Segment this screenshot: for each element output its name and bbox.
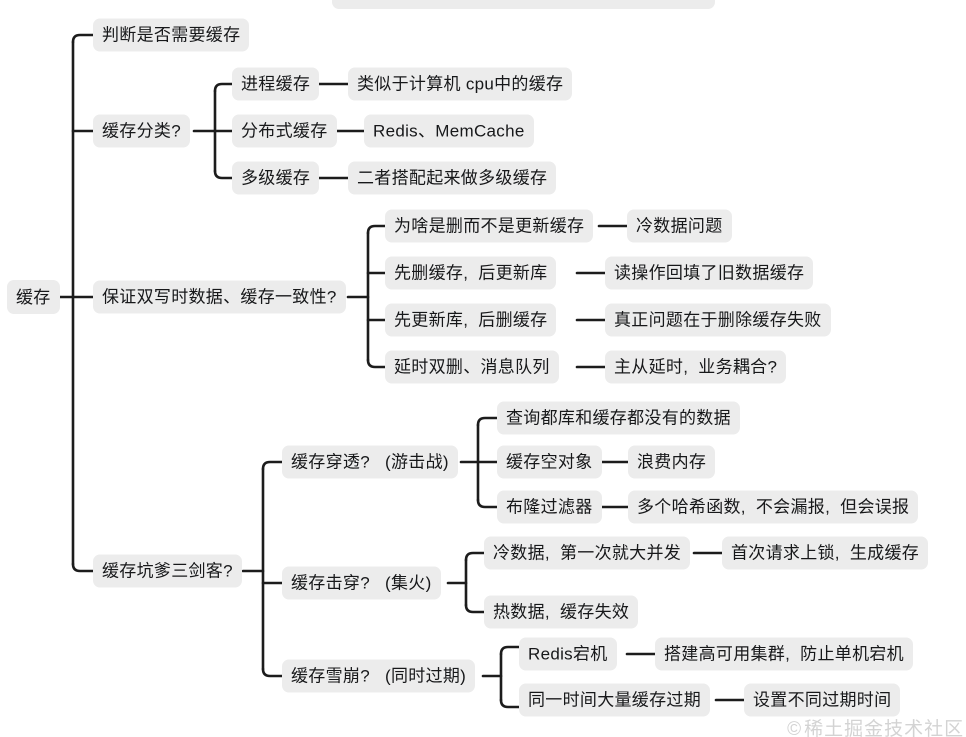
node-label: 缓存穿透? (游击战) bbox=[291, 452, 449, 472]
edge-to-yanshi bbox=[366, 358, 387, 369]
node-judge-need-cache[interactable]: 判断是否需要缓存 bbox=[93, 18, 250, 52]
node-label: 真正问题在于删除缓存失败 bbox=[614, 310, 822, 330]
node-label: 保证双写时数据、缓存一致性? bbox=[102, 287, 337, 307]
edge-to-duoji bbox=[213, 169, 234, 180]
watermark-copyright-icon: © bbox=[787, 719, 803, 737]
node-three-musketeers[interactable]: 缓存坑爹三剑客? bbox=[93, 554, 242, 588]
node-delayed-double-delete-desc[interactable]: 主从延时, 业务耦合? bbox=[605, 350, 787, 384]
node-avalanche-child-1-desc[interactable]: 搭建高可用集群, 防止单机宕机 bbox=[655, 637, 913, 671]
node-label: 主从延时, 业务耦合? bbox=[614, 357, 778, 377]
node-distributed-cache-desc[interactable]: Redis、MemCache bbox=[364, 114, 534, 148]
partial-top-node bbox=[332, 0, 715, 9]
node-label: 为啥是删而不是更新缓存 bbox=[394, 216, 585, 236]
edge-to-xuebeng-c1 bbox=[499, 645, 521, 656]
edge-to-chuantou-c3 bbox=[476, 498, 499, 509]
node-label: 布隆过滤器 bbox=[506, 497, 593, 517]
node-label: 缓存分类? bbox=[102, 121, 181, 141]
edge-to-jichuan-c2 bbox=[464, 603, 486, 614]
node-process-cache-desc[interactable]: 类似于计算机 cpu中的缓存 bbox=[348, 67, 573, 101]
edge-to-xuebeng-c2 bbox=[499, 698, 521, 709]
root-node-label: 缓存 bbox=[16, 287, 51, 307]
node-cache-classification[interactable]: 缓存分类? bbox=[93, 114, 190, 148]
node-label: 先删缓存, 后更新库 bbox=[394, 263, 548, 283]
root-node[interactable]: 缓存 bbox=[7, 280, 60, 314]
node-penetration-child-2-desc[interactable]: 浪费内存 bbox=[628, 445, 716, 479]
node-label: 判断是否需要缓存 bbox=[102, 25, 241, 45]
watermark: ©稀土掘金技术社区 bbox=[762, 692, 964, 737]
node-update-db-first[interactable]: 先更新库, 后删缓存 bbox=[385, 303, 557, 337]
node-label: 搭建高可用集群, 防止单机宕机 bbox=[664, 644, 904, 664]
node-label: 查询都库和缓存都没有的数据 bbox=[506, 408, 731, 428]
node-process-cache[interactable]: 进程缓存 bbox=[232, 67, 320, 101]
node-delete-cache-first[interactable]: 先删缓存, 后更新库 bbox=[385, 256, 557, 290]
node-label: 热数据, 缓存失效 bbox=[493, 602, 630, 622]
node-label: 浪费内存 bbox=[637, 452, 707, 472]
node-update-db-first-desc[interactable]: 真正问题在于删除缓存失败 bbox=[605, 303, 831, 337]
node-label: 读操作回填了旧数据缓存 bbox=[614, 263, 805, 283]
node-cache-penetration[interactable]: 缓存穿透? (游击战) bbox=[282, 445, 458, 479]
node-cache-avalanche[interactable]: 缓存雪崩? (同时过期) bbox=[282, 659, 476, 693]
node-delayed-double-delete[interactable]: 延时双删、消息队列 bbox=[385, 350, 559, 384]
node-breakdown-child-1[interactable]: 冷数据, 第一次就大并发 bbox=[484, 536, 691, 570]
node-delete-cache-first-desc[interactable]: 读操作回填了旧数据缓存 bbox=[605, 256, 814, 290]
node-avalanche-child-2[interactable]: 同一时间大量缓存过期 bbox=[519, 683, 710, 717]
edge-to-jincheng bbox=[213, 82, 234, 93]
node-penetration-child-3-desc[interactable]: 多个哈希函数, 不会漏报, 但会误报 bbox=[628, 490, 919, 524]
node-label: 首次请求上锁, 生成缓存 bbox=[731, 543, 920, 563]
node-why-delete-not-update-desc[interactable]: 冷数据问题 bbox=[627, 209, 732, 243]
edge-to-weisha bbox=[366, 224, 387, 235]
watermark-text: 稀土掘金技术社区 bbox=[804, 719, 965, 737]
node-label: 延时双删、消息队列 bbox=[394, 357, 550, 377]
node-label: 多个哈希函数, 不会漏报, 但会误报 bbox=[637, 497, 910, 517]
edge-to-sanjianke bbox=[71, 562, 95, 573]
node-label: 冷数据, 第一次就大并发 bbox=[493, 543, 682, 563]
node-distributed-cache[interactable]: 分布式缓存 bbox=[232, 114, 337, 148]
node-avalanche-child-2-desc[interactable]: 设置不同过期时间 bbox=[744, 683, 901, 717]
node-label: 冷数据问题 bbox=[636, 216, 723, 236]
node-penetration-child-1[interactable]: 查询都库和缓存都没有的数据 bbox=[497, 401, 740, 435]
node-label: Redis宕机 bbox=[528, 644, 608, 664]
edge-to-jichuan-c1 bbox=[464, 551, 486, 562]
edge-to-chuantou-c1 bbox=[476, 416, 499, 427]
edge-to-panduan bbox=[71, 33, 95, 44]
node-label: 缓存雪崩? (同时过期) bbox=[291, 666, 467, 686]
node-label: 缓存空对象 bbox=[506, 452, 593, 472]
node-multilevel-cache-desc[interactable]: 二者搭配起来做多级缓存 bbox=[348, 161, 557, 195]
node-consistency[interactable]: 保证双写时数据、缓存一致性? bbox=[93, 280, 346, 314]
edge-to-chuantou bbox=[261, 460, 284, 471]
node-label: 进程缓存 bbox=[241, 74, 311, 94]
node-label: 多级缓存 bbox=[241, 168, 311, 188]
node-label: 缓存击穿? (集火) bbox=[291, 573, 432, 593]
node-breakdown-child-1-desc[interactable]: 首次请求上锁, 生成缓存 bbox=[722, 536, 929, 570]
node-label: 设置不同过期时间 bbox=[753, 690, 892, 710]
node-why-delete-not-update[interactable]: 为啥是删而不是更新缓存 bbox=[385, 209, 594, 243]
node-label: 同一时间大量缓存过期 bbox=[528, 690, 701, 710]
node-penetration-child-2[interactable]: 缓存空对象 bbox=[497, 445, 602, 479]
node-avalanche-child-1[interactable]: Redis宕机 bbox=[519, 637, 617, 671]
node-label: 二者搭配起来做多级缓存 bbox=[357, 168, 548, 188]
node-breakdown-child-2[interactable]: 热数据, 缓存失效 bbox=[484, 595, 639, 629]
node-penetration-child-3[interactable]: 布隆过滤器 bbox=[497, 490, 602, 524]
node-label: Redis、MemCache bbox=[373, 121, 525, 141]
node-multilevel-cache[interactable]: 多级缓存 bbox=[232, 161, 320, 195]
node-label: 缓存坑爹三剑客? bbox=[102, 561, 233, 581]
node-label: 分布式缓存 bbox=[241, 121, 328, 141]
node-label: 先更新库, 后删缓存 bbox=[394, 310, 548, 330]
edge-to-xuebeng bbox=[261, 667, 284, 678]
node-cache-breakdown[interactable]: 缓存击穿? (集火) bbox=[282, 566, 441, 600]
node-label: 类似于计算机 cpu中的缓存 bbox=[357, 74, 564, 94]
